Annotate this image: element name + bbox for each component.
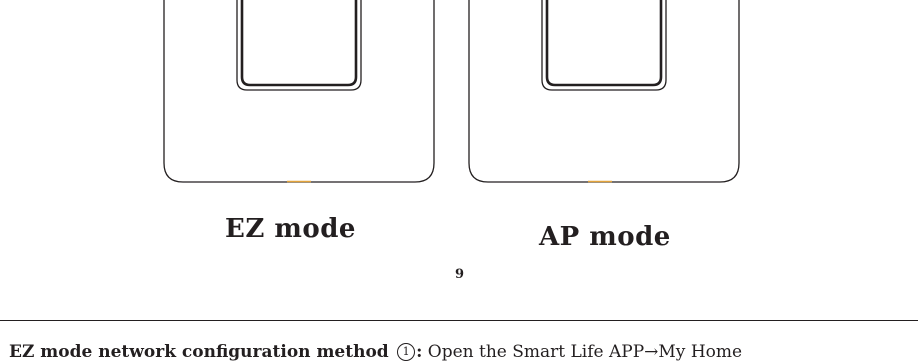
ez-mode-label: EZ mode <box>225 214 356 244</box>
instruction-line: EZ mode network configuration method 1: … <box>9 342 742 362</box>
ap-mode-label: AP mode <box>539 222 671 252</box>
step-suffix: : <box>416 342 423 362</box>
page-number: 9 <box>455 267 465 282</box>
page-divider <box>0 320 918 321</box>
instruction-heading: EZ mode network configuration method <box>9 342 389 362</box>
ap-mode-switch-illustration <box>466 0 742 188</box>
ez-mode-switch-illustration <box>161 0 437 188</box>
step-number-badge: 1 <box>397 343 416 361</box>
instruction-text: Open the Smart Life APP→My Home <box>422 342 743 362</box>
